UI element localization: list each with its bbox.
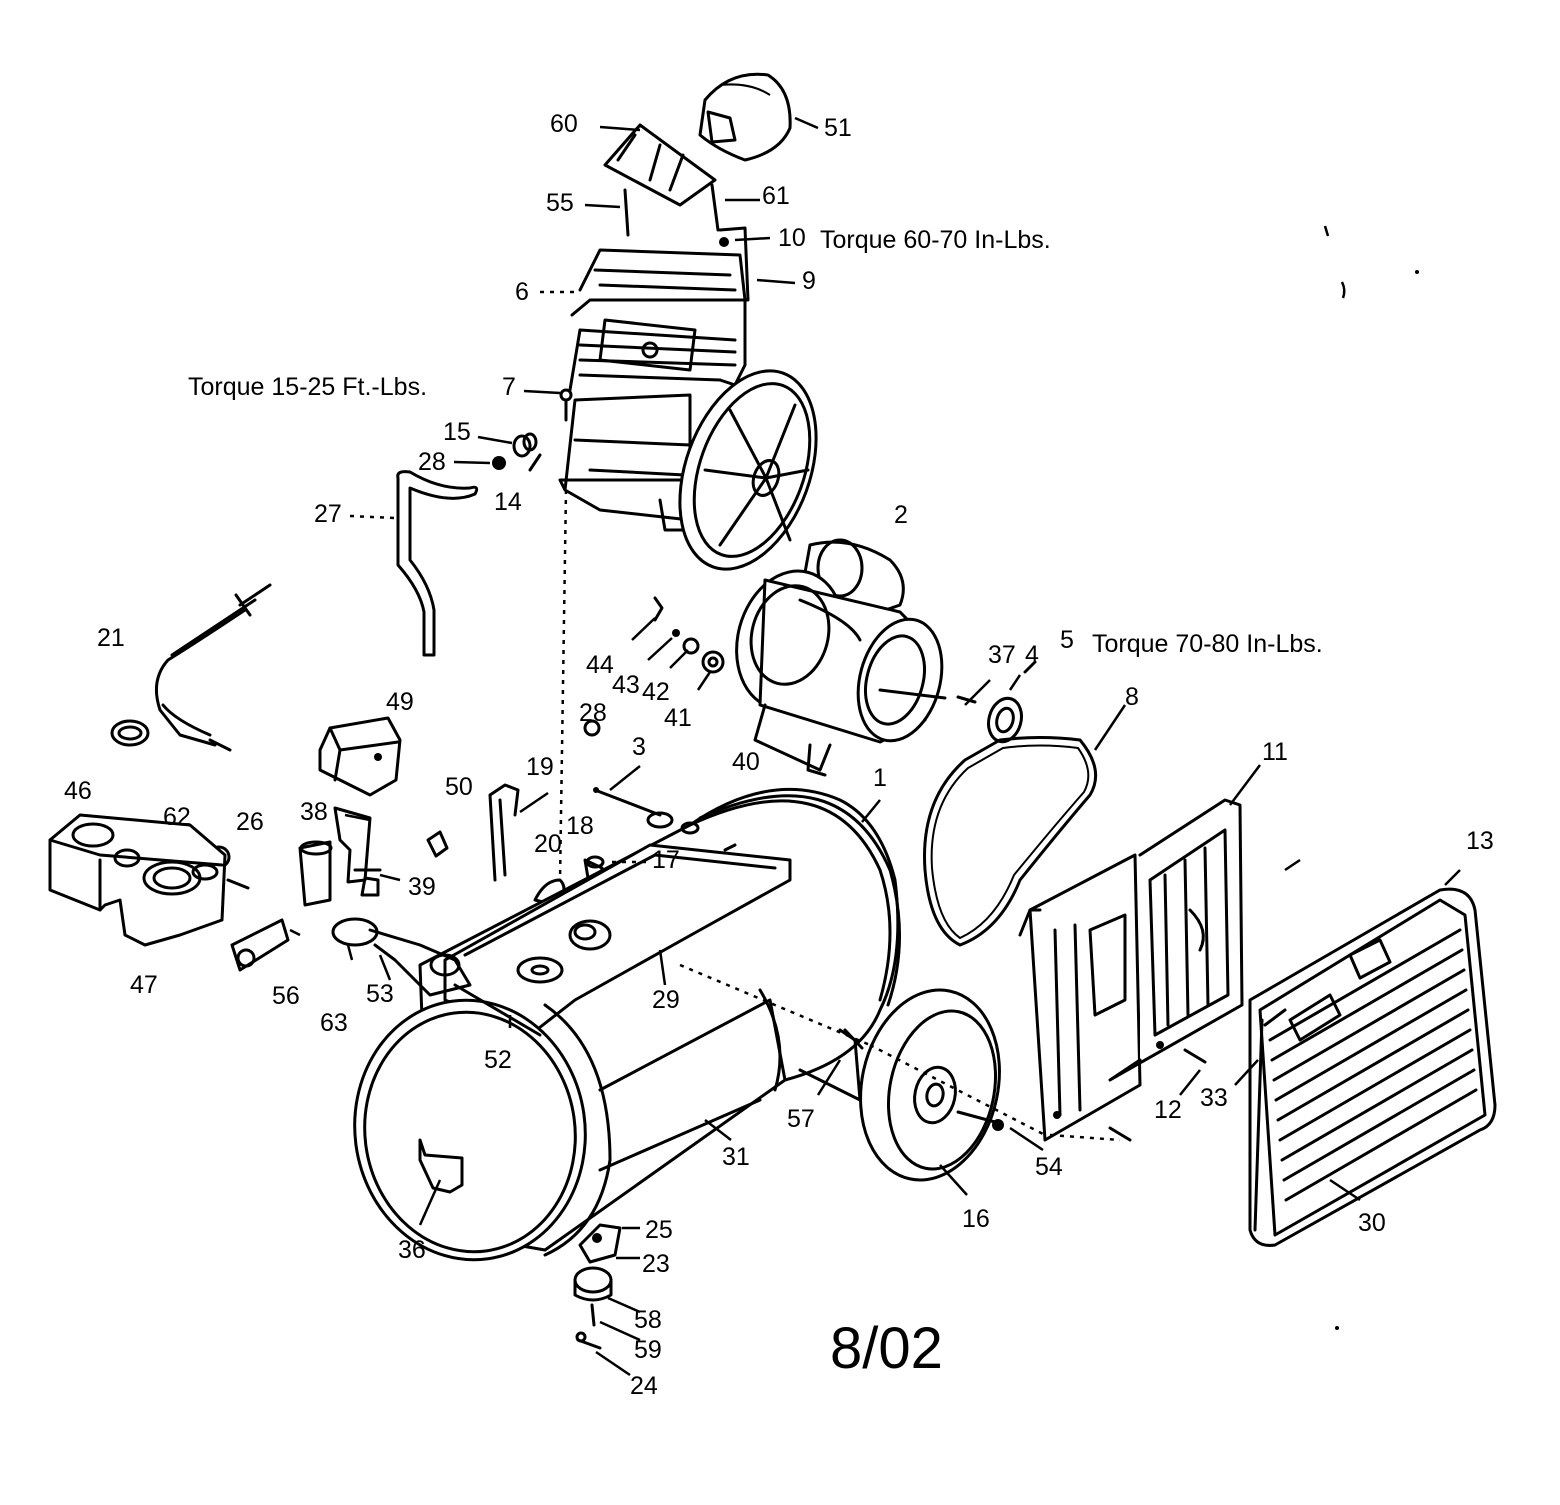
- nut-part-54: [992, 1119, 1004, 1131]
- callout-19: 19: [526, 753, 554, 781]
- filter-element-part-55: [603, 123, 720, 237]
- check-valve-parts: [207, 806, 382, 972]
- callout-62: 62: [163, 803, 191, 831]
- callout-2: 2: [894, 501, 908, 529]
- control-panel-shroud-part-47: [48, 813, 227, 947]
- callout-4: 4: [1025, 641, 1039, 669]
- callout-28-upper: 28: [418, 448, 446, 476]
- leader-lines: [289, 116, 1461, 1377]
- belt-guard-inner-part-11: [1018, 798, 1244, 1142]
- callout-24: 24: [630, 1372, 658, 1400]
- screw-part-10: [719, 237, 729, 247]
- callout-20: 20: [534, 830, 562, 858]
- callout-37: 37: [988, 641, 1016, 669]
- callout-39: 39: [408, 873, 436, 901]
- callout-57: 57: [787, 1105, 815, 1133]
- callout-10: 10: [778, 224, 806, 252]
- callout-6: 6: [515, 278, 529, 306]
- callout-36: 36: [398, 1236, 426, 1264]
- callout-18: 18: [566, 812, 594, 840]
- label-part-36: [418, 1138, 464, 1194]
- callout-55: 55: [546, 189, 574, 217]
- assembly-lines: [558, 489, 1121, 1142]
- callout-60: 60: [550, 110, 578, 138]
- callout-11: 11: [1262, 738, 1288, 766]
- callout-43: 43: [612, 671, 640, 699]
- foot-hardware-group: [573, 1223, 622, 1350]
- callout-51: 51: [824, 114, 852, 142]
- callout-47: 47: [130, 971, 158, 999]
- callout-27: 27: [314, 500, 342, 528]
- callout-50: 50: [445, 773, 473, 801]
- part-callouts: 60 51 55 61 10 Torque 60-70 In-Lbs. 6 9 …: [64, 110, 1494, 1400]
- pump-assembly-part-6: [558, 226, 818, 571]
- torque-note-5: Torque 70-80 In-Lbs.: [1092, 630, 1323, 658]
- callout-26: 26: [236, 808, 264, 836]
- pulley-part-4: [956, 660, 1037, 744]
- callout-53: 53: [366, 980, 394, 1008]
- ring-part-46: [110, 719, 150, 747]
- date-code: 8/02: [830, 1316, 943, 1381]
- callout-31: 31: [722, 1143, 750, 1171]
- callout-52: 52: [484, 1046, 512, 1074]
- motor-part-2: [735, 538, 947, 777]
- callout-63: 63: [320, 1009, 348, 1037]
- callout-17: 17: [652, 846, 680, 874]
- callout-8: 8: [1125, 683, 1139, 711]
- callout-33: 33: [1200, 1084, 1228, 1112]
- power-cord-part-21: [154, 583, 272, 752]
- belt-part-8: [923, 736, 1098, 947]
- callout-40: 40: [732, 748, 760, 776]
- callout-21: 21: [97, 624, 125, 652]
- small-fittings-group: [426, 719, 605, 907]
- callout-30: 30: [1358, 1209, 1386, 1237]
- callout-56: 56: [272, 982, 300, 1010]
- callout-25: 25: [645, 1216, 673, 1244]
- tube-part-27: [396, 470, 479, 657]
- fittings-part-15-28-14: [492, 432, 542, 472]
- bolt-part-7: [559, 388, 573, 422]
- callout-7: 7: [502, 373, 516, 401]
- tube-clamp-part-53-63: [331, 917, 542, 1037]
- callout-5: 5: [1060, 626, 1074, 654]
- pressure-switch-part-49: [318, 716, 402, 797]
- rod-part-3: [593, 787, 662, 817]
- callout-13: 13: [1466, 827, 1494, 855]
- callout-44: 44: [586, 651, 614, 679]
- callout-29: 29: [652, 986, 680, 1014]
- callout-28-lower: 28: [579, 699, 607, 727]
- scan-specks: [1323, 225, 1419, 1330]
- callout-12: 12: [1154, 1096, 1182, 1124]
- callout-41: 41: [664, 704, 692, 732]
- callout-49: 49: [386, 688, 414, 716]
- callout-23: 23: [642, 1250, 670, 1278]
- belt-guard-outer-part-13-30: [1248, 887, 1497, 1247]
- hardware-part-44-41: [653, 596, 725, 674]
- callout-54: 54: [1035, 1153, 1063, 1181]
- callout-61: 61: [762, 182, 790, 210]
- callout-58: 58: [634, 1306, 662, 1334]
- callout-3: 3: [632, 733, 646, 761]
- callout-46: 46: [64, 777, 92, 805]
- torque-note-7: Torque 15-25 Ft.-Lbs.: [188, 373, 427, 401]
- callout-16: 16: [962, 1205, 990, 1233]
- screw-part-12: [1108, 1048, 1207, 1142]
- wheel-part-16: [859, 988, 1001, 1182]
- callout-14: 14: [494, 488, 522, 516]
- callout-15: 15: [443, 418, 471, 446]
- callout-42: 42: [642, 678, 670, 706]
- callout-38: 38: [300, 798, 328, 826]
- callout-9: 9: [802, 267, 816, 295]
- torque-note-10: Torque 60-70 In-Lbs.: [820, 226, 1051, 254]
- air-filter-part-51: [698, 72, 792, 162]
- tank-end-cap: [353, 988, 782, 1262]
- callout-1: 1: [873, 764, 887, 792]
- callout-59: 59: [634, 1336, 662, 1364]
